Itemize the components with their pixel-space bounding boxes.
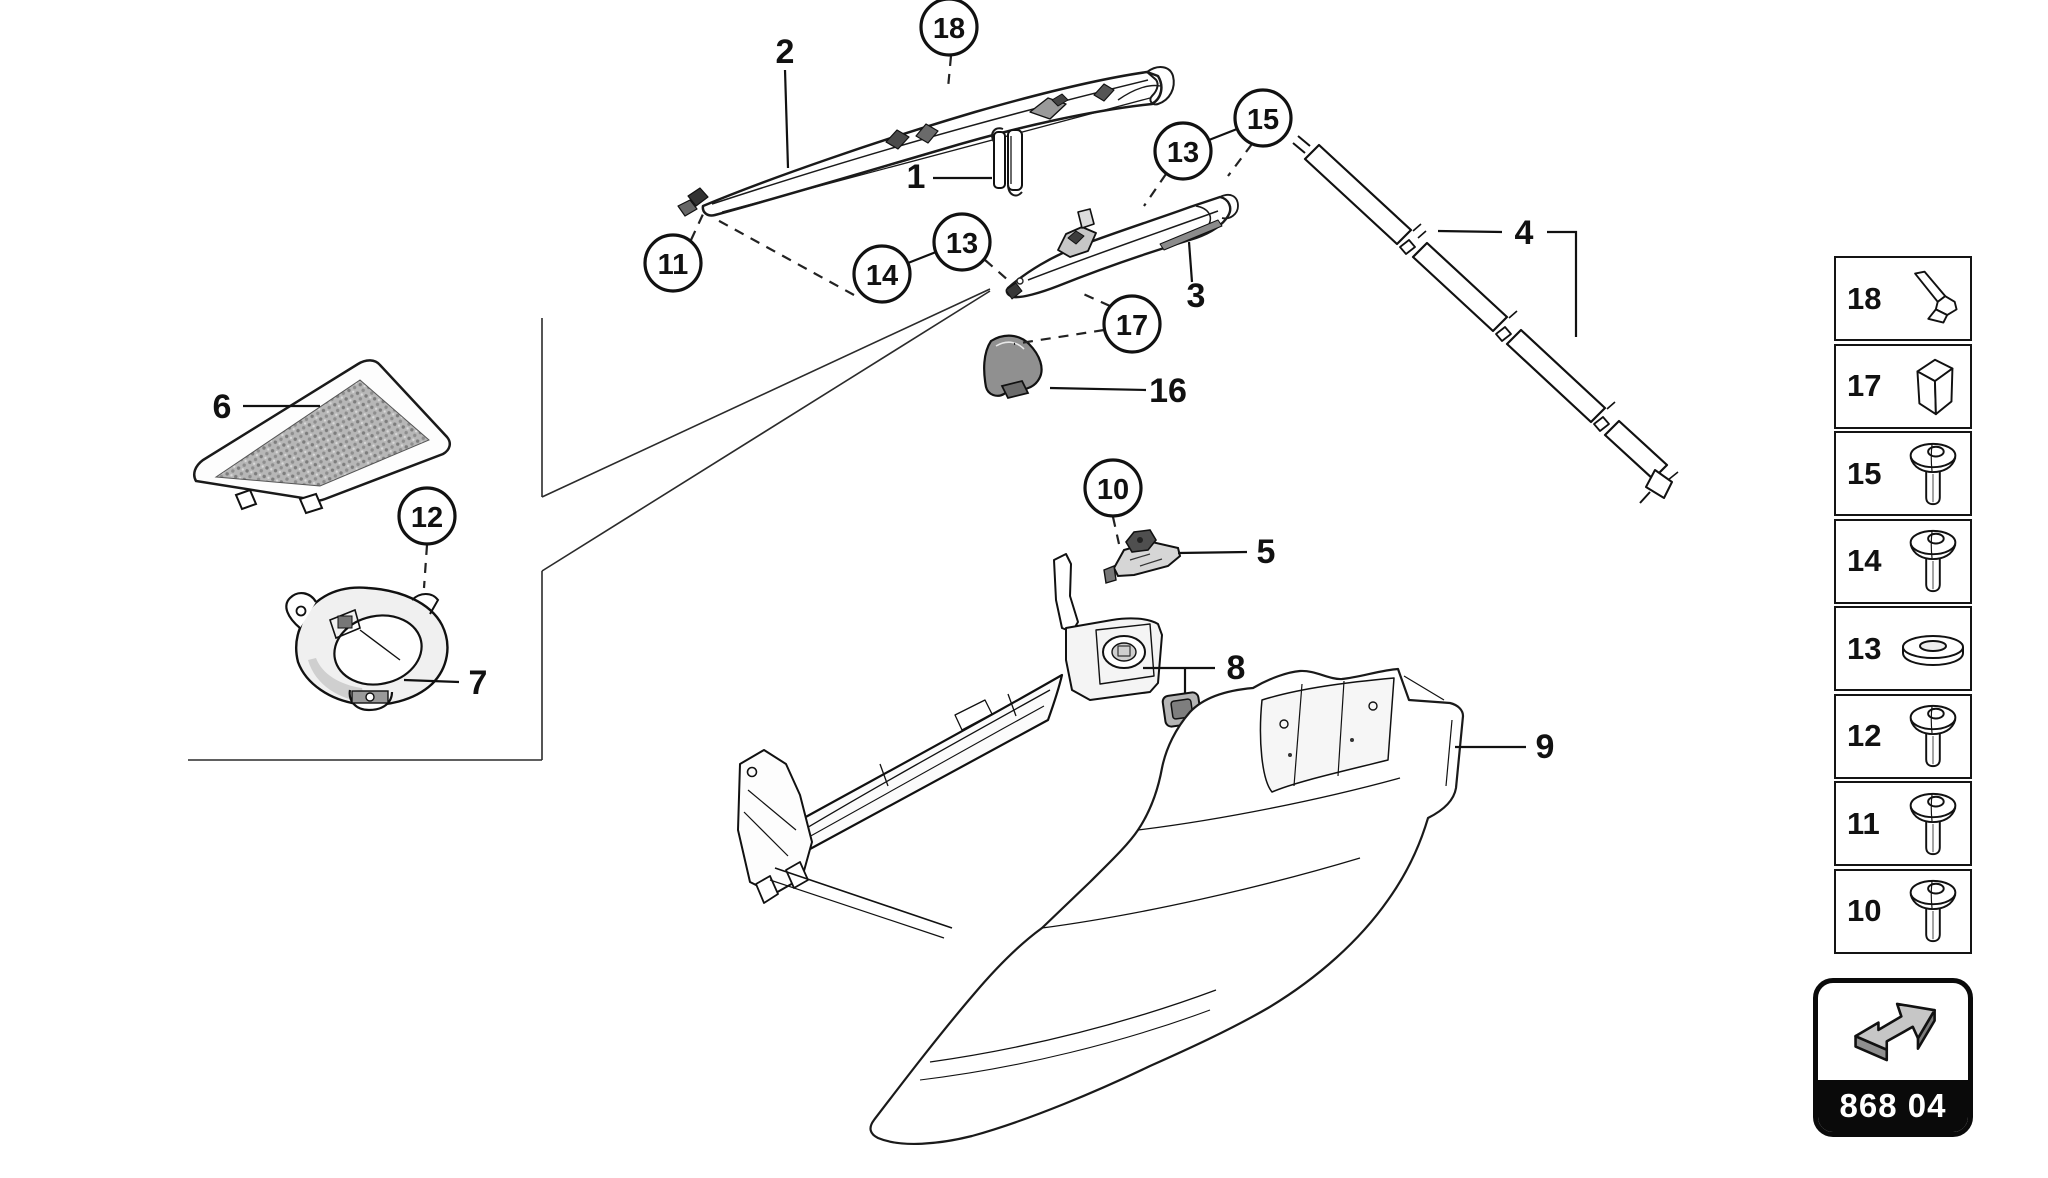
svg-text:13: 13 — [1167, 137, 1199, 169]
legend-number: 13 — [1847, 630, 1882, 666]
washer-icon — [1895, 627, 1970, 671]
label-part-6: 6 — [213, 388, 232, 426]
svg-text:10: 10 — [1097, 474, 1129, 506]
screw-icon — [1895, 701, 1970, 771]
callout-14[interactable]: 14 — [852, 244, 912, 304]
dashed-17b — [1013, 328, 1105, 346]
legend-number: 12 — [1847, 718, 1882, 753]
callout-11[interactable]: 11 — [643, 233, 703, 293]
connector-14-13 — [907, 250, 937, 265]
callout-15[interactable]: 15 — [1233, 88, 1293, 148]
inset-boundary — [188, 288, 991, 761]
screw-icon — [1895, 439, 1970, 509]
legend-row-12[interactable]: 12 — [1834, 693, 1972, 779]
legend-number: 14 — [1847, 543, 1882, 578]
legend-number: 11 — [1847, 805, 1880, 841]
part-3-b-pillar-trim — [1005, 193, 1239, 300]
section-code: 868 04 — [1818, 1080, 1968, 1132]
part-2-a-pillar-trim — [677, 66, 1175, 217]
section-nav-button[interactable]: 868 04 — [1813, 978, 1973, 1137]
legend-number: 10 — [1847, 893, 1882, 928]
label-part-5: 5 — [1257, 533, 1276, 571]
legend-number: 18 — [1847, 280, 1882, 316]
part-16-bracket — [983, 334, 1043, 400]
screw-icon — [1895, 526, 1970, 596]
part-5-bracket — [1103, 529, 1182, 584]
legend-row-11[interactable]: 11 — [1834, 781, 1972, 866]
legend-row-14[interactable]: 14 — [1834, 518, 1972, 604]
callout-18[interactable]: 18 — [919, 0, 979, 57]
dashed-12 — [422, 544, 429, 589]
label-part-7: 7 — [469, 664, 488, 702]
legend-number: 17 — [1847, 368, 1882, 403]
dashed-18 — [946, 55, 953, 89]
dashed-17a — [1078, 290, 1111, 308]
part-4-roof-trim — [1292, 135, 1679, 504]
leader-part2 — [783, 69, 790, 169]
label-part-16: 16 — [1149, 372, 1187, 410]
leader-part4 — [1437, 229, 1503, 234]
legend-row-10[interactable]: 10 — [1834, 868, 1972, 954]
legend-row-15[interactable]: 15 — [1834, 431, 1972, 516]
svg-text:13: 13 — [946, 228, 978, 260]
leader-part5 — [1177, 550, 1248, 555]
svg-text:18: 18 — [933, 13, 965, 45]
svg-text:15: 15 — [1247, 104, 1279, 136]
callout-12[interactable]: 12 — [397, 486, 457, 546]
label-part-8: 8 — [1227, 649, 1246, 687]
dashed-13-top — [1143, 173, 1167, 207]
legend-row-13[interactable]: 13 — [1834, 606, 1972, 691]
leader-part16 — [1049, 386, 1147, 392]
svg-text:12: 12 — [411, 502, 443, 534]
svg-text:17: 17 — [1116, 310, 1148, 342]
screw-icon — [1895, 789, 1970, 859]
part-labels: 2 1 3 4 16 6 7 5 8 9 — [213, 33, 1555, 766]
block-icon — [1895, 352, 1970, 420]
dashed-10 — [1111, 516, 1121, 545]
dashed-15 — [1227, 143, 1253, 177]
dashed-14 — [711, 216, 855, 296]
label-part-9: 9 — [1536, 728, 1555, 766]
callout-13-top[interactable]: 13 — [1153, 121, 1213, 181]
legend-row-18[interactable]: 18 — [1834, 256, 1972, 341]
legend-number: 15 — [1847, 455, 1882, 491]
screw-icon — [1895, 876, 1970, 946]
leader-lines — [243, 69, 1578, 749]
svg-text:11: 11 — [658, 249, 689, 281]
connector-13-15 — [1208, 127, 1238, 142]
leader-part3 — [1187, 241, 1194, 283]
dashed-leaders — [422, 55, 1253, 589]
dashed-13-mid — [984, 259, 1010, 282]
label-part-4: 4 — [1515, 214, 1534, 252]
callout-13-mid[interactable]: 13 — [932, 212, 992, 272]
svg-text:14: 14 — [866, 260, 898, 292]
part-9-floor-carpet — [869, 667, 1465, 1146]
arrow-icon — [1818, 983, 1968, 1080]
center-tunnel-trim — [737, 553, 1163, 939]
label-part-3: 3 — [1187, 277, 1206, 315]
part-6-speaker-grille — [193, 359, 452, 515]
callout-circles: 18 15 13 13 14 11 17 12 — [397, 0, 1293, 546]
part-1-clip — [991, 127, 1023, 197]
label-part-2: 2 — [776, 33, 795, 71]
label-part-1: 1 — [907, 158, 926, 196]
leader-part7 — [403, 678, 460, 684]
leader-part4b — [1547, 230, 1578, 337]
fastener-legend: 18 17 15 — [1834, 256, 1972, 956]
legend-row-17[interactable]: 17 — [1834, 343, 1972, 429]
dashed-11 — [690, 211, 705, 241]
clip-icon — [1895, 268, 1970, 330]
callout-10[interactable]: 10 — [1083, 458, 1143, 518]
callout-17[interactable]: 17 — [1102, 294, 1162, 354]
part-7-speaker-ring — [285, 586, 449, 712]
